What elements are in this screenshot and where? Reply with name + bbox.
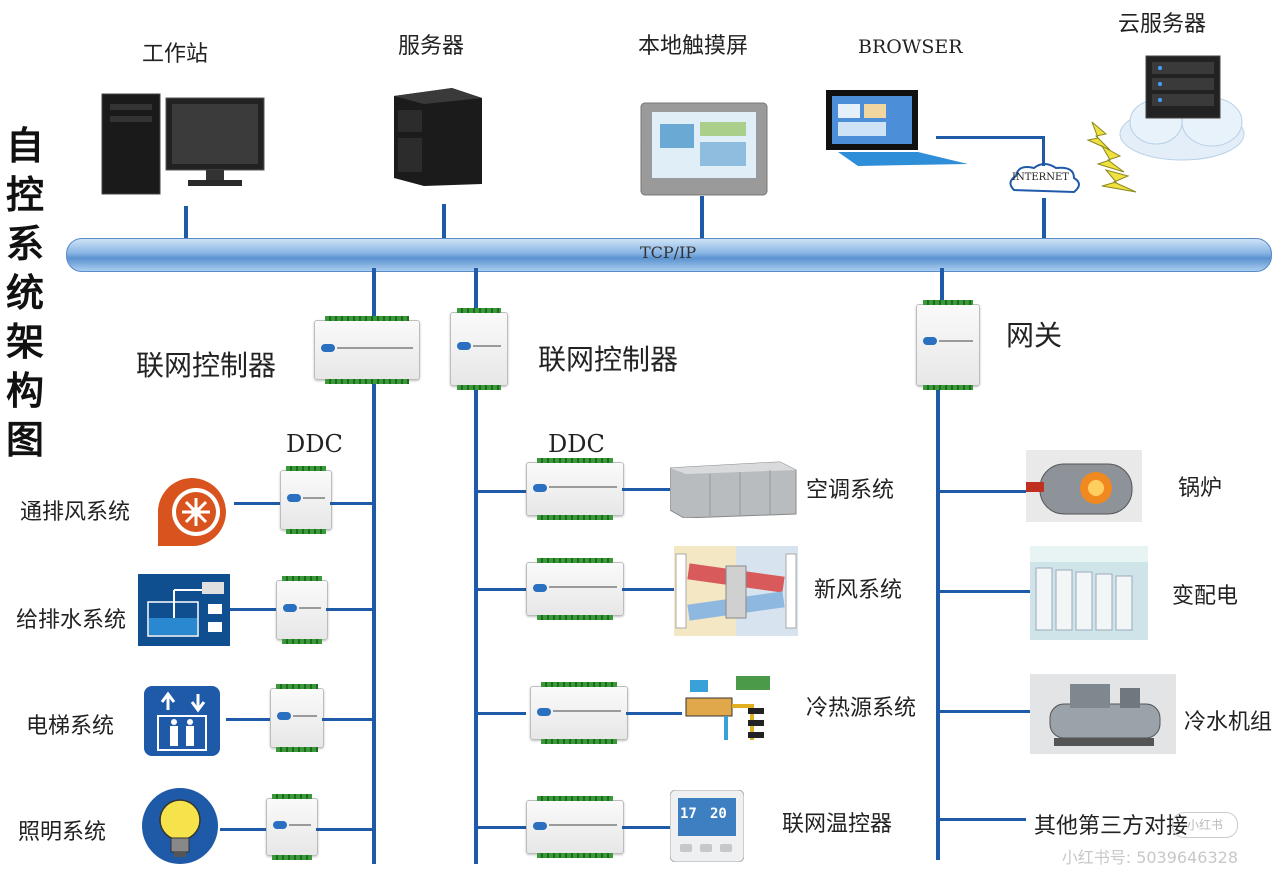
ddc-link — [316, 828, 374, 831]
ddc-left-label: DDC — [286, 430, 343, 458]
left-trunk — [372, 378, 376, 864]
cloud-server-icon — [1119, 55, 1245, 161]
network-controller-left-label: 联网控制器 — [136, 349, 277, 382]
water-chiller-icon — [1030, 674, 1176, 754]
watermark: 小红书号: 5039646328 — [1061, 848, 1238, 867]
icon-link — [622, 826, 672, 829]
right-branch — [936, 818, 1026, 821]
browser-laptop-icon — [826, 90, 968, 166]
middle-trunk-top — [474, 268, 478, 312]
ddc-module — [276, 576, 328, 644]
right-branch — [936, 490, 1026, 493]
internet-label: INTERNET — [1012, 172, 1069, 183]
left-trunk-top — [372, 268, 376, 320]
workstation-link — [184, 206, 188, 240]
middle-system-label: 冷热源系统 — [806, 696, 917, 721]
middle-system-label: 空调系统 — [806, 478, 895, 503]
middle-branch — [474, 712, 526, 715]
title-char: 架 — [6, 320, 45, 364]
icon-link — [234, 502, 280, 505]
left-system-label: 照明系统 — [18, 820, 107, 845]
icon-link — [626, 712, 682, 715]
ddc-module — [530, 682, 628, 744]
title-char: 构 — [6, 369, 45, 413]
right-system-label: 其他第三方对接 — [1034, 814, 1189, 839]
middle-trunk — [474, 386, 478, 864]
left-system-label: 给排水系统 — [16, 608, 127, 633]
ddc-module — [280, 466, 332, 534]
right-system-label: 锅炉 — [1178, 476, 1223, 501]
right-system-label: 变配电 — [1172, 584, 1239, 609]
touch-screen-icon — [640, 102, 768, 196]
diagram-title-vertical: 自 控 系 统 架 构 图 — [6, 122, 45, 465]
middle-branch — [474, 826, 526, 829]
icon-link — [622, 488, 670, 491]
left-system-label: 通排风系统 — [20, 500, 131, 525]
gateway-module — [916, 300, 980, 390]
icon-link — [230, 608, 276, 611]
ddc-module — [270, 684, 324, 752]
lightning-icon — [1086, 121, 1137, 193]
right-trunk — [936, 386, 940, 860]
gateway-label: 网关 — [1006, 319, 1063, 352]
cold-heat-source-icon — [682, 670, 782, 748]
ddc-link — [322, 718, 374, 721]
title-char: 自 — [6, 124, 45, 168]
touch-screen-link — [700, 196, 704, 240]
bus-label: TCP/IP — [640, 243, 697, 262]
ddc-middle-label: DDC — [548, 430, 605, 458]
browser-link-v — [1042, 136, 1045, 166]
watermark-badge: 小红书 — [1172, 812, 1238, 838]
thermostat-value-left: 17 — [680, 806, 697, 822]
network-controller-left — [314, 316, 420, 384]
middle-system-label: 联网温控器 — [782, 812, 893, 837]
middle-branch — [474, 588, 526, 591]
browser-link-h — [936, 136, 1044, 139]
exhaust-fan-icon — [154, 474, 234, 548]
right-system-label: 冷水机组 — [1184, 710, 1273, 735]
server-icon — [394, 88, 482, 186]
title-char: 图 — [6, 418, 45, 462]
water-supply-icon — [138, 574, 230, 646]
icon-link — [622, 588, 674, 591]
server-label: 服务器 — [398, 34, 465, 59]
title-char: 系 — [6, 222, 45, 266]
icon-link — [226, 718, 270, 721]
browser-label: BROWSER — [858, 36, 963, 58]
right-branch — [936, 590, 1032, 593]
local-screen-label: 本地触摸屏 — [638, 34, 749, 59]
boiler-icon — [1026, 450, 1142, 522]
ddc-link — [330, 502, 374, 505]
server-link — [442, 204, 446, 240]
internet-link — [1042, 198, 1046, 240]
ddc-module — [526, 458, 624, 520]
workstation-label: 工作站 — [142, 42, 209, 67]
tcp-ip-bus — [66, 238, 1272, 272]
internet-cloud-icon — [1009, 163, 1080, 194]
ddc-module — [526, 796, 624, 858]
air-conditioning-unit-icon — [670, 461, 797, 518]
cloud-server-label: 云服务器 — [1118, 12, 1207, 37]
right-branch — [936, 710, 1030, 713]
network-controller-middle — [450, 308, 508, 390]
thermostat-icon — [670, 790, 744, 862]
fresh-air-system-icon — [674, 546, 798, 636]
title-char: 统 — [6, 271, 45, 315]
middle-system-label: 新风系统 — [814, 578, 903, 603]
thermostat-value-right: 20 — [710, 806, 727, 822]
right-trunk-top — [940, 268, 944, 304]
icon-link — [220, 828, 266, 831]
workstation-icon — [101, 93, 265, 195]
lighting-bulb-icon — [142, 788, 218, 864]
title-char: 控 — [6, 173, 45, 217]
left-system-label: 电梯系统 — [26, 714, 115, 739]
ddc-module — [266, 794, 318, 860]
ddc-module — [526, 558, 624, 620]
network-controller-middle-label: 联网控制器 — [538, 343, 679, 376]
middle-branch — [474, 490, 526, 493]
power-distribution-icon — [1030, 546, 1148, 640]
elevator-icon — [138, 680, 226, 762]
ddc-link — [326, 608, 374, 611]
